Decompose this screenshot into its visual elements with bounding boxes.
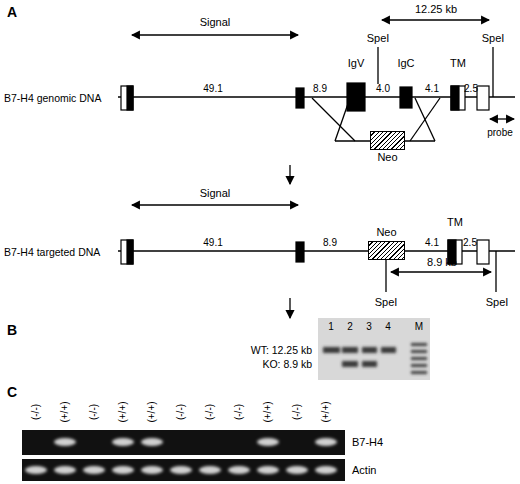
annotation-label: B7-H4 targeted DNA xyxy=(4,247,100,258)
annotation-label: 4.1 xyxy=(425,238,439,248)
panel-letter: A xyxy=(7,5,17,19)
annotation-label: probe xyxy=(487,128,513,138)
annotation-label: Signal xyxy=(200,188,231,199)
annotation-label: 8.9 xyxy=(323,238,337,248)
rt-pcr-gel xyxy=(22,430,345,481)
annotation-label: Signal xyxy=(200,17,231,28)
genotype-label: (-/-) xyxy=(31,404,41,420)
genomic-map xyxy=(118,20,515,184)
neo-cassette: Neo xyxy=(368,241,405,260)
panel-letter: C xyxy=(7,385,17,399)
annotation-label: 1 xyxy=(328,322,334,332)
annotation-label: 2 xyxy=(347,322,353,332)
annotation-label: 2.5 xyxy=(463,238,477,248)
annotation-label: WT: 12.25 kb xyxy=(251,345,312,356)
annotation-label: KO: 8.9 kb xyxy=(262,359,312,370)
annotation-label: SpeI xyxy=(486,297,509,308)
annotation-label: 8.9 kb xyxy=(427,257,457,268)
annotation-label: 3 xyxy=(366,322,372,332)
annotation-label: 8.9 xyxy=(313,84,327,94)
annotation-label: SpeI xyxy=(375,297,398,308)
exons xyxy=(121,83,489,111)
annotation-label: 4.0 xyxy=(376,84,390,94)
genotype-label: (-/-) xyxy=(89,404,99,420)
genotype-label: (+/+) xyxy=(147,401,157,422)
annotation-label: B7-H4 genomic DNA xyxy=(4,93,101,104)
cassette-label: Neo xyxy=(377,152,397,163)
annotation-label: 12.25 kb xyxy=(415,4,457,15)
cassette-label: Neo xyxy=(376,227,396,238)
annotation-label: Actin xyxy=(352,465,376,476)
panel-letter: B xyxy=(7,323,17,337)
annotation-label: IgC xyxy=(397,58,414,69)
annotation-label: M xyxy=(415,322,423,332)
genotype-label: (-/-) xyxy=(234,404,244,420)
genotype-label: (-/-) xyxy=(292,404,302,420)
annotation-label: SpeI xyxy=(367,33,390,44)
annotation-label: 2.5 xyxy=(464,84,478,94)
annotation-label: B7-H4 xyxy=(352,437,383,448)
targeted-map xyxy=(118,205,515,318)
annotation-label: SpeI xyxy=(482,33,505,44)
genotype-label: (+/+) xyxy=(321,401,331,422)
annotation-label: 4.1 xyxy=(425,84,439,94)
annotation-label: TM xyxy=(447,217,463,228)
neo-cassette: Neo xyxy=(370,131,405,150)
genotype-label: (+/+) xyxy=(263,401,273,422)
annotation-label: 49.1 xyxy=(203,238,222,248)
annotation-label: 49.1 xyxy=(203,84,222,94)
genotype-label: (-/-) xyxy=(205,404,215,420)
genotype-label: (-/-) xyxy=(176,404,186,420)
annotation-label: IgV xyxy=(348,58,365,69)
genotype-label: (+/+) xyxy=(118,401,128,422)
genotype-label: (+/+) xyxy=(60,401,70,422)
annotation-label: TM xyxy=(450,58,466,69)
annotation-label: 4 xyxy=(385,322,391,332)
southern-blot xyxy=(318,318,430,380)
